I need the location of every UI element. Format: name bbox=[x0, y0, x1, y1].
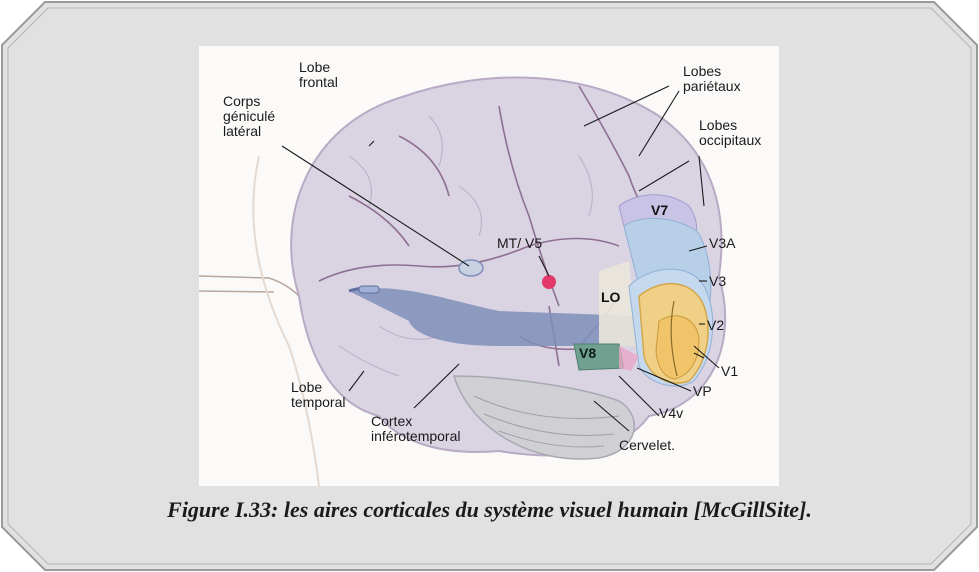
label-mt-v5: MT/ V5 bbox=[497, 236, 542, 251]
label-v4v: V4v bbox=[659, 406, 683, 421]
label-lobes-parietaux: Lobes pariétaux bbox=[683, 64, 741, 94]
brain-figure: Lobe frontal Corps géniculé latéral Lobe… bbox=[199, 46, 779, 486]
label-corps-geniculate: Corps géniculé latéral bbox=[223, 94, 275, 139]
label-v7: V7 bbox=[651, 203, 668, 218]
label-v3a: V3A bbox=[709, 236, 735, 251]
label-vp: VP bbox=[693, 384, 712, 399]
label-lo: LO bbox=[601, 290, 620, 305]
label-lobe-temporal: Lobe temporal bbox=[291, 380, 345, 410]
label-v3: V3 bbox=[709, 274, 726, 289]
label-v8: V8 bbox=[579, 346, 596, 361]
label-cortex-inferotemporal: Cortex inférotemporal bbox=[371, 414, 461, 444]
figure-caption: Figure I.33: les aires corticales du sys… bbox=[0, 497, 979, 523]
label-v1: V1 bbox=[721, 364, 738, 379]
label-cervelet: Cervelet. bbox=[619, 438, 675, 453]
label-lobe-frontal: Lobe frontal bbox=[299, 60, 338, 90]
label-lobes-occipitaux: Lobes occipitaux bbox=[699, 118, 761, 148]
label-v2: V2 bbox=[707, 318, 724, 333]
brain-illustration bbox=[199, 46, 779, 486]
